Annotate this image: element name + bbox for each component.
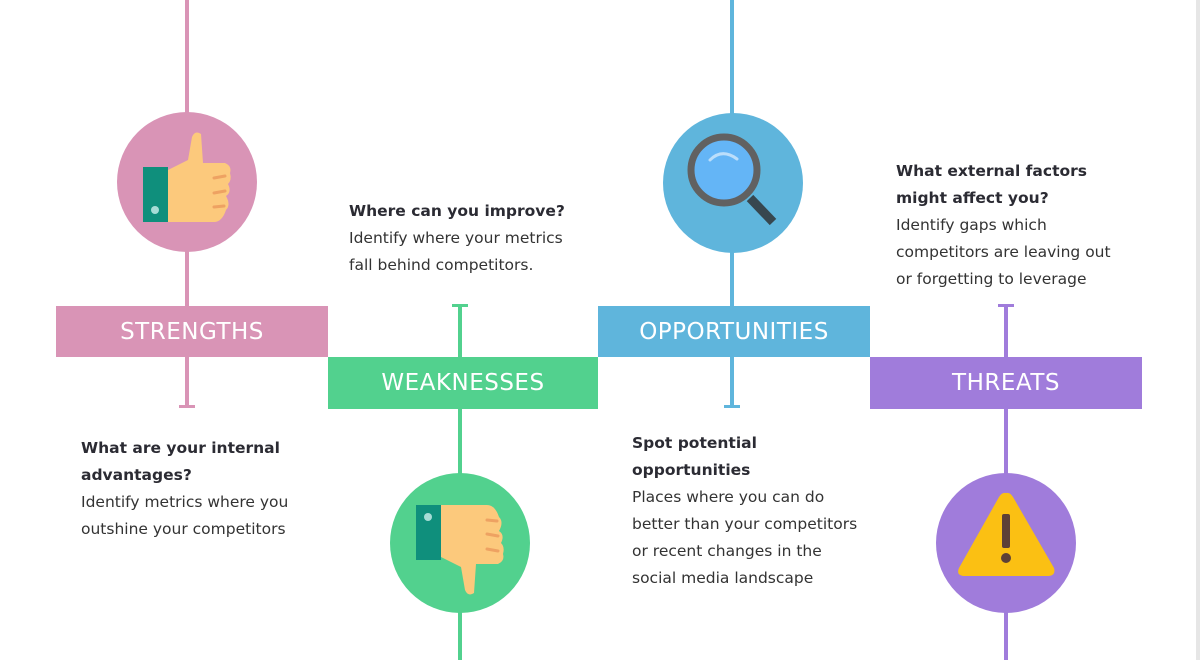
weaknesses-body: Identify where your metrics fall behind …: [349, 229, 563, 274]
thumbs-up-icon: [143, 132, 231, 222]
threats-timeline: [936, 304, 1076, 660]
weaknesses-title: Where can you improve?: [349, 202, 565, 220]
strengths-description: What are your internal advantages? Ident…: [81, 435, 306, 543]
thumbs-down-icon: [416, 505, 504, 595]
opportunities-title: Spot potential opportunities: [632, 434, 757, 479]
weaknesses-banner: WEAKNESSES: [328, 357, 598, 409]
threats-title: What external factors might affect you?: [896, 162, 1087, 207]
threats-body: Identify gaps which competitors are leav…: [896, 216, 1111, 288]
opportunities-banner: OPPORTUNITIES: [598, 306, 870, 357]
strengths-banner: STRENGTHS: [56, 306, 328, 357]
strengths-timeline: [117, 0, 257, 408]
magnifier-icon: [687, 133, 777, 226]
opportunities-description: Spot potential opportunities Places wher…: [632, 430, 862, 592]
scrollbar-track[interactable]: [1196, 0, 1200, 660]
weaknesses-description: Where can you improve? Identify where yo…: [349, 198, 574, 279]
threats-banner: THREATS: [870, 357, 1142, 409]
opportunities-body: Places where you can do better than your…: [632, 488, 858, 587]
strengths-body: Identify metrics where you outshine your…: [81, 493, 289, 538]
threats-description: What external factors might affect you? …: [896, 158, 1121, 293]
weaknesses-timeline: [390, 304, 530, 660]
opportunities-timeline: [663, 0, 803, 408]
warning-icon: [958, 492, 1055, 576]
strengths-title: What are your internal advantages?: [81, 439, 280, 484]
